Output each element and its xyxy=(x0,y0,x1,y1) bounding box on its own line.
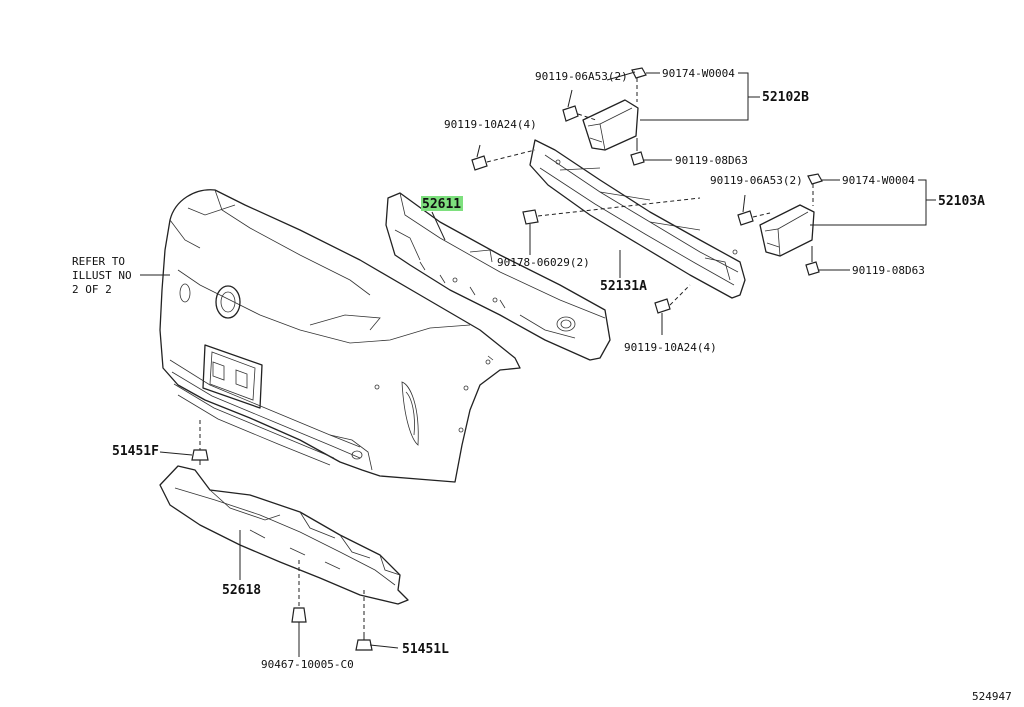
label-90119-10A24-a[interactable]: 90119-10A24(4) xyxy=(444,118,537,131)
label-52611[interactable]: 52611 xyxy=(422,197,461,212)
clip-90467-10005-C0[interactable] xyxy=(291,607,307,632)
bolt-90119-06A53-b[interactable] xyxy=(737,194,754,226)
refer-note-line3: 2 OF 2 xyxy=(72,283,112,296)
bolt-90119-08D63-b[interactable] xyxy=(805,250,820,276)
diagram-id: 524947 xyxy=(972,690,1012,703)
label-51451F[interactable]: 51451F xyxy=(112,444,159,459)
nut-90174-W0004-a[interactable] xyxy=(631,67,647,79)
leader-lines xyxy=(140,71,936,657)
bolt-51451L[interactable] xyxy=(355,632,373,651)
bolt-90119-10A24-a[interactable] xyxy=(471,144,488,171)
label-90174-W0004-b[interactable]: 90174-W0004 xyxy=(842,174,915,187)
label-90178-06029[interactable]: 90178-06029(2) xyxy=(497,256,590,269)
label-52618[interactable]: 52618 xyxy=(222,583,261,598)
label-90174-W0004-a[interactable]: 90174-W0004 xyxy=(662,67,735,80)
bolt-90119-10A24-b[interactable] xyxy=(654,298,671,335)
nut-90178-06029[interactable] xyxy=(522,209,539,225)
label-90119-08D63-b[interactable]: 90119-08D63 xyxy=(852,264,925,277)
energy-absorber[interactable] xyxy=(385,192,611,361)
bracket-52102B[interactable] xyxy=(582,99,639,151)
assembly-lines xyxy=(199,78,814,632)
bumper-cover[interactable] xyxy=(159,189,521,483)
engine-under-cover[interactable] xyxy=(159,465,409,605)
nut-90174-W0004-b[interactable] xyxy=(807,173,823,185)
label-90119-06A53-a[interactable]: 90119-06A53(2) xyxy=(535,70,628,83)
bumper-reinforcement[interactable] xyxy=(529,139,746,299)
label-51451L[interactable]: 51451L xyxy=(402,642,449,657)
label-90467-10005-C0[interactable]: 90467-10005-C0 xyxy=(261,658,354,671)
refer-note-line2: ILLUST NO xyxy=(72,269,132,282)
bracket-52103A[interactable] xyxy=(759,204,815,257)
highlight-52611 xyxy=(421,196,463,211)
bolt-90119-06A53-a[interactable] xyxy=(562,89,579,122)
label-52102B[interactable]: 52102B xyxy=(762,90,809,105)
label-90119-06A53-b[interactable]: 90119-06A53(2) xyxy=(710,174,803,187)
clip-51451F[interactable] xyxy=(191,449,209,465)
label-52131A[interactable]: 52131A xyxy=(600,279,647,294)
label-90119-08D63-a[interactable]: 90119-08D63 xyxy=(675,154,748,167)
bolt-90119-08D63-a[interactable] xyxy=(630,140,645,166)
label-90119-10A24-b[interactable]: 90119-10A24(4) xyxy=(624,341,717,354)
label-52103A[interactable]: 52103A xyxy=(938,194,985,209)
refer-note-line1: REFER TO xyxy=(72,255,125,268)
